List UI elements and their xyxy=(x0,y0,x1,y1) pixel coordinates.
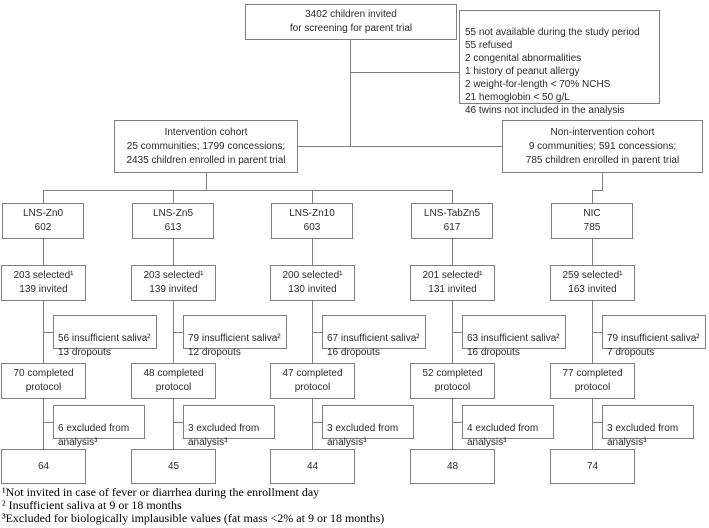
selected-invited-text: 200 selected¹ 130 invited xyxy=(282,270,343,295)
selected-invited-box: 203 selected¹ 139 invited xyxy=(131,265,216,301)
completed-protocol-text: 70 completed protocol xyxy=(13,368,74,393)
excluded-analysis-box: 4 excluded from analysis³ xyxy=(462,405,554,448)
completed-protocol-box: 77 completed protocol xyxy=(550,363,635,399)
completed-protocol-box: 70 completed protocol xyxy=(1,363,86,399)
exclusions-text: 55 not available during the study period… xyxy=(465,27,640,116)
arm-label: NIC xyxy=(583,208,601,219)
analyzed-box: 64 xyxy=(1,449,86,484)
analyzed-box: 74 xyxy=(550,449,635,484)
saliva-dropouts-box: 56 insufficient saliva² 13 dropouts xyxy=(53,315,157,358)
saliva-dropouts-text: 63 insufficient saliva² 16 dropouts xyxy=(467,333,560,358)
invited-screening-text: 3402 children invited for screening for … xyxy=(289,9,413,34)
selected-invited-text: 201 selected¹ 131 invited xyxy=(422,270,483,295)
analyzed-box: 45 xyxy=(131,449,216,484)
analyzed-box: 44 xyxy=(270,449,355,484)
excluded-analysis-text: 3 excluded from analysis³ xyxy=(607,423,679,448)
arm-box-lns-zn5: LNS-Zn5 613 xyxy=(132,203,214,239)
analyzed-count: 45 xyxy=(167,460,180,472)
footnote-3: ³Excluded for biologically implausible v… xyxy=(2,511,385,525)
analyzed-count: 48 xyxy=(446,460,459,472)
selected-invited-text: 203 selected¹ 139 invited xyxy=(143,270,204,295)
selected-invited-text: 259 selected¹ 163 invited xyxy=(562,270,623,295)
saliva-dropouts-box: 79 insufficient saliva² 7 dropouts xyxy=(602,315,706,358)
completed-protocol-text: 48 completed protocol xyxy=(143,368,204,393)
exclusions-box: 55 not available during the study period… xyxy=(459,10,660,116)
arm-randomized-count: 617 xyxy=(443,222,461,233)
completed-protocol-box: 52 completed protocol xyxy=(410,363,495,399)
footnote-1: ¹Not invited in case of fever or diarrhe… xyxy=(2,485,320,499)
arm-box-lns-tabzn5: LNS-TabZn5 617 xyxy=(411,203,493,239)
analyzed-count: 64 xyxy=(37,460,50,472)
arm-label: LNS-Zn5 xyxy=(152,208,193,219)
saliva-dropouts-box: 67 insufficient saliva² 16 dropouts xyxy=(322,315,426,358)
excluded-analysis-text: 3 excluded from analysis³ xyxy=(188,423,260,448)
invited-screening-box: 3402 children invited for screening for … xyxy=(245,4,457,40)
non-intervention-cohort-text: Non-intervention cohort 9 communities; 5… xyxy=(525,126,680,166)
completed-protocol-box: 47 completed protocol xyxy=(270,363,355,399)
analyzed-count: 74 xyxy=(586,460,599,472)
saliva-dropouts-box: 63 insufficient saliva² 16 dropouts xyxy=(462,315,566,358)
excluded-analysis-text: 6 excluded from analysis³ xyxy=(58,423,130,448)
excluded-analysis-text: 4 excluded from analysis³ xyxy=(467,423,539,448)
arm-randomized-count: 785 xyxy=(583,222,601,233)
completed-protocol-text: 77 completed protocol xyxy=(562,368,623,393)
selected-invited-box: 203 selected¹ 139 invited xyxy=(1,265,86,301)
completed-protocol-box: 48 completed protocol xyxy=(131,363,216,399)
completed-protocol-text: 47 completed protocol xyxy=(282,368,343,393)
non-intervention-cohort-box: Non-intervention cohort 9 communities; 5… xyxy=(502,120,703,173)
saliva-dropouts-box: 79 insufficient saliva² 12 dropouts xyxy=(183,315,287,358)
arm-box-lns-zn10: LNS-Zn10 603 xyxy=(271,203,353,239)
selected-invited-box: 259 selected¹ 163 invited xyxy=(550,265,635,301)
arm-randomized-count: 603 xyxy=(303,222,321,233)
arm-randomized-count: 613 xyxy=(164,222,182,233)
saliva-dropouts-text: 79 insufficient saliva² 12 dropouts xyxy=(188,333,281,358)
selected-invited-box: 201 selected¹ 131 invited xyxy=(410,265,495,301)
excluded-analysis-box: 3 excluded from analysis³ xyxy=(183,405,275,448)
selected-invited-box: 200 selected¹ 130 invited xyxy=(270,265,355,301)
intervention-cohort-box: Intervention cohort 25 communities; 1799… xyxy=(114,120,298,173)
analyzed-box: 48 xyxy=(410,449,495,484)
excluded-analysis-box: 3 excluded from analysis³ xyxy=(602,405,694,448)
completed-protocol-text: 52 completed protocol xyxy=(422,368,483,393)
analyzed-count: 44 xyxy=(306,460,319,472)
footnote-2: ² Insufficient saliva at 9 or 18 months xyxy=(2,498,182,512)
excluded-analysis-text: 3 excluded from analysis³ xyxy=(327,423,399,448)
saliva-dropouts-text: 67 insufficient saliva² 16 dropouts xyxy=(327,333,420,358)
selected-invited-text: 203 selected¹ 139 invited xyxy=(13,270,74,295)
arm-box-lns-zn0: LNS-Zn0 602 xyxy=(2,203,84,239)
arm-randomized-count: 602 xyxy=(34,222,52,233)
excluded-analysis-box: 6 excluded from analysis³ xyxy=(53,405,145,448)
saliva-dropouts-text: 79 insufficient saliva² 7 dropouts xyxy=(607,333,700,358)
intervention-cohort-text: Intervention cohort 25 communities; 1799… xyxy=(126,126,286,166)
arm-box-nic: NIC 785 xyxy=(551,203,633,239)
excluded-analysis-box: 3 excluded from analysis³ xyxy=(322,405,414,448)
arm-label: LNS-TabZn5 xyxy=(423,208,481,219)
arm-label: LNS-Zn0 xyxy=(22,208,63,219)
saliva-dropouts-text: 56 insufficient saliva² 13 dropouts xyxy=(58,333,151,358)
arm-label: LNS-Zn10 xyxy=(289,208,335,219)
